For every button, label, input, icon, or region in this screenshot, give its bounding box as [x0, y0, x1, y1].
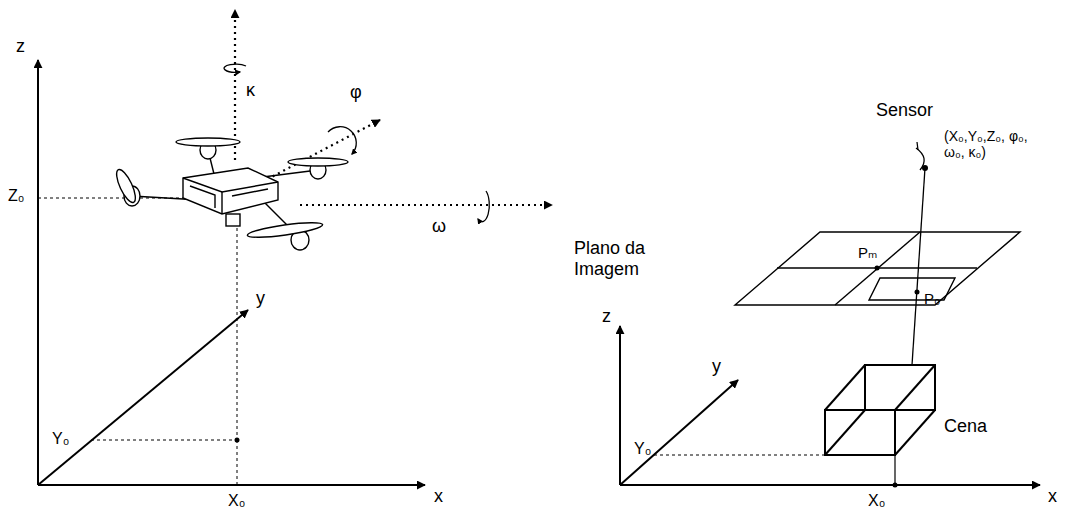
sensor-label: Sensor [876, 100, 933, 121]
coordinate-label: X₀ [228, 492, 245, 510]
image-plane [735, 232, 1020, 305]
axis-label: y [712, 356, 721, 377]
rotation-label: κ [246, 80, 255, 101]
scene-label: Cena [944, 416, 987, 437]
pose-label: (X₀,Y₀,Z₀, φ₀, ω₀, κ₀) [944, 128, 1030, 160]
axis-label: x [434, 486, 443, 507]
principal-point [875, 266, 880, 271]
image-point [915, 290, 920, 295]
axis-label: x [1048, 486, 1057, 507]
point-label: P₀ [924, 290, 940, 307]
coordinate-label: Y₀ [634, 440, 651, 458]
coordinate-label: X₀ [868, 492, 885, 510]
coordinate-label: Z₀ [8, 187, 24, 205]
point-label: Pₘ [858, 244, 877, 261]
ground-point [893, 483, 898, 488]
axes-left [38, 60, 425, 485]
rotation-label: ω [432, 216, 446, 237]
axis-label: y [256, 288, 265, 309]
rotation-label: φ [350, 82, 362, 103]
drone [113, 138, 348, 250]
projection-lines [38, 198, 237, 485]
sensor-point [922, 165, 928, 171]
ground-point [235, 438, 240, 443]
axis-label: z [602, 306, 611, 327]
sensor-ray [912, 142, 925, 365]
scene-box [825, 365, 935, 485]
projection-lines-right [654, 455, 825, 456]
rotation-axes [235, 10, 552, 205]
axes-right [620, 326, 1040, 485]
axis-label: z [16, 36, 25, 57]
plane-label: Plano da Imagem [574, 238, 704, 279]
coordinate-label: Y₀ [52, 430, 69, 448]
